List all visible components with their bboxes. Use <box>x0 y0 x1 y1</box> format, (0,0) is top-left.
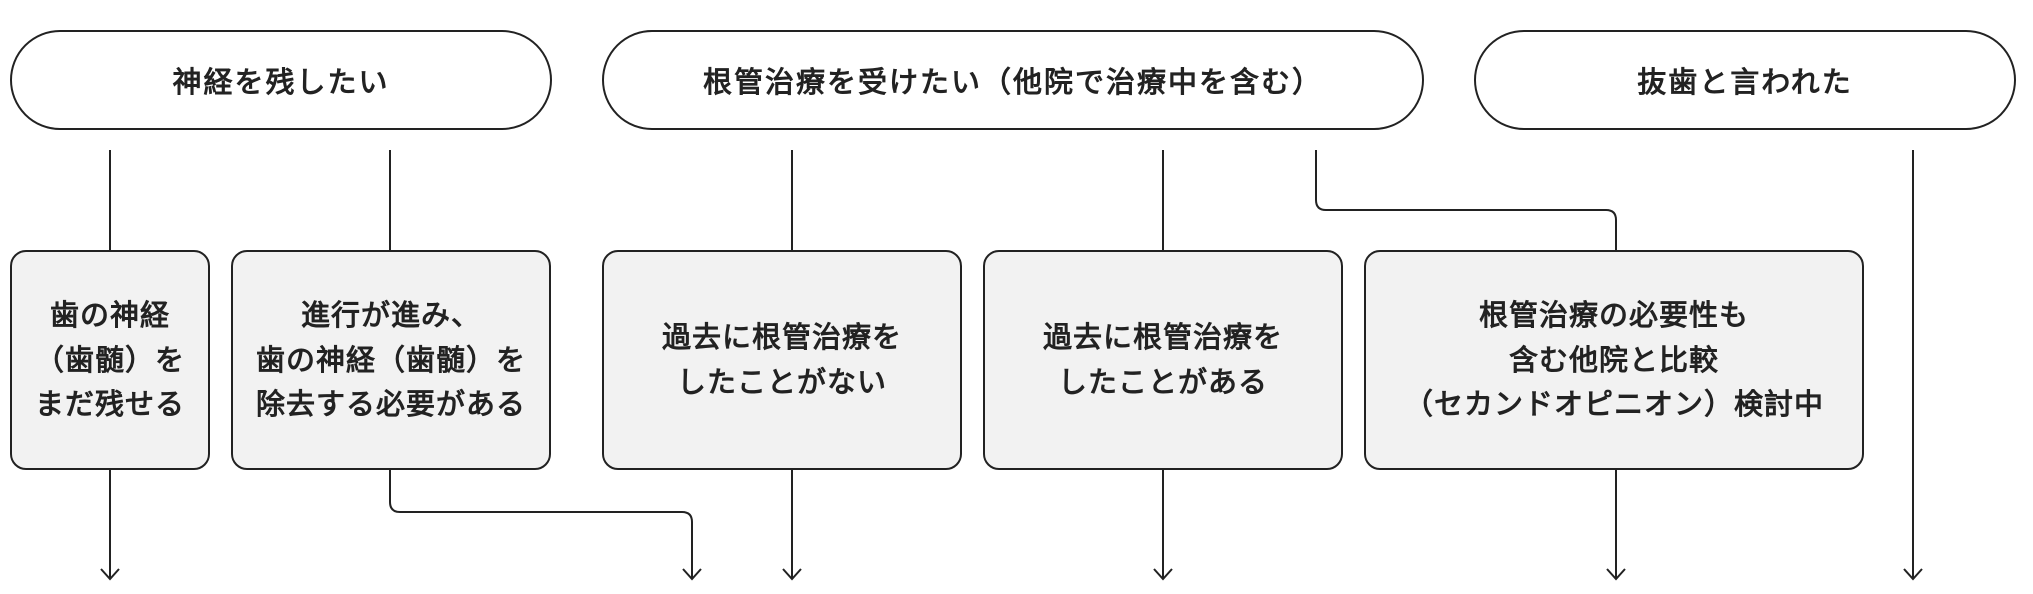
case-nerve-preservable: 歯の神経 （歯髄）を まだ残せる <box>10 250 210 470</box>
case-5-line-2: 含む他院と比較 <box>1508 342 1719 377</box>
case-2-line-2: 歯の神経（歯髄）を <box>255 342 526 377</box>
case-no-prior-root-canal: 過去に根管治療を したことがない <box>602 250 962 470</box>
case-4-line-1: 過去に根管治療を <box>1042 320 1283 355</box>
case-1-line-2: （歯髄）を <box>34 342 185 377</box>
arrowhead-5 <box>1606 568 1626 581</box>
category-root-canal: 根管治療を受けたい（他院で治療中を含む） <box>602 30 1424 130</box>
connector-rootcanal-to-case5 <box>1315 150 1617 250</box>
arrowhead-3 <box>782 568 802 581</box>
arrowhead-6 <box>1903 568 1923 581</box>
connector-case2-down <box>389 470 693 578</box>
case-2-line-1: 進行が進み、 <box>300 297 481 332</box>
arrowhead-2 <box>682 568 702 581</box>
case-prior-root-canal: 過去に根管治療を したことがある <box>983 250 1343 470</box>
case-5-line-1: 根管治療の必要性も <box>1478 297 1749 332</box>
case-2-line-3: 除去する必要がある <box>255 387 526 422</box>
arrowhead-1 <box>100 568 120 581</box>
category-keep-nerve-label: 神経を残したい <box>172 65 390 99</box>
case-5-line-3: （セカンドオピニオン）検討中 <box>1403 387 1824 422</box>
case-3-line-1: 過去に根管治療を <box>661 320 902 355</box>
case-second-opinion: 根管治療の必要性も 含む他院と比較 （セカンドオピニオン）検討中 <box>1364 250 1864 470</box>
case-3-line-2: したことがない <box>676 365 887 399</box>
case-4-line-2: したことがある <box>1057 365 1268 399</box>
case-1-line-1: 歯の神経 <box>49 297 170 332</box>
case-nerve-removal-needed: 進行が進み、 歯の神経（歯髄）を 除去する必要がある <box>231 250 551 470</box>
arrowhead-4 <box>1153 568 1173 581</box>
category-extraction: 抜歯と言われた <box>1474 30 2016 130</box>
category-root-canal-label: 根管治療を受けたい（他院で治療中を含む） <box>702 65 1323 99</box>
case-1-line-3: まだ残せる <box>34 387 185 422</box>
category-keep-nerve: 神経を残したい <box>10 30 552 130</box>
category-extraction-label: 抜歯と言われた <box>1637 65 1853 99</box>
